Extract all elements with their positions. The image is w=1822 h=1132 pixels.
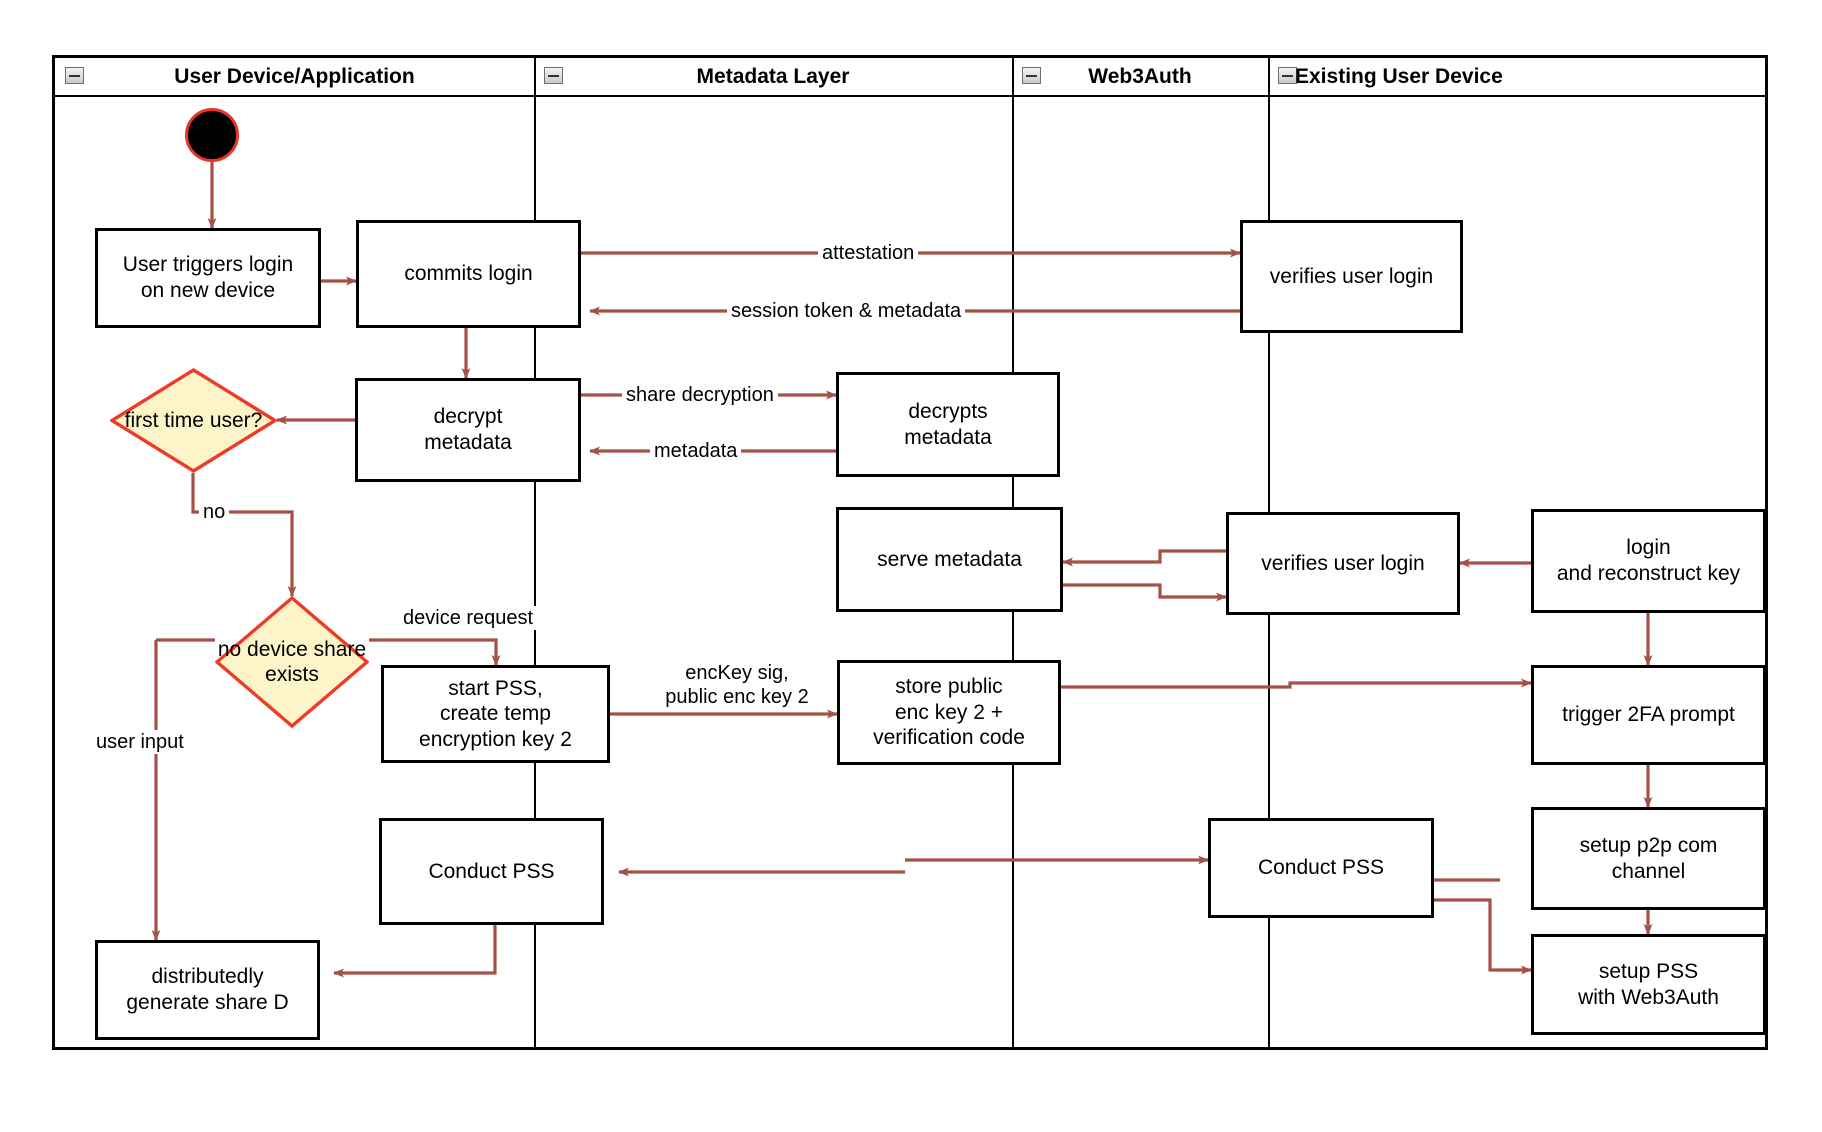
edge-label-metadata: metadata <box>650 439 742 463</box>
node-store-public-enc-key[interactable]: store public enc key 2 + verification co… <box>837 660 1061 765</box>
edge-label-user-input: user input <box>92 730 188 754</box>
node-line: trigger 2FA prompt <box>1562 703 1735 727</box>
node-line: no device <box>217 637 308 661</box>
node-commits-login[interactable]: commits login <box>356 220 581 328</box>
node-start-pss-create-temp-key[interactable]: start PSS, create temp encryption key 2 <box>381 665 610 763</box>
node-verifies-user-login-1[interactable]: verifies user login <box>1240 220 1463 333</box>
node-line: decrypts <box>908 399 988 423</box>
edge-label-no: no <box>199 500 230 524</box>
edge-label-device-request: device request <box>399 606 538 630</box>
decision-label: no device share exists <box>215 596 369 728</box>
node-line: enc key 2 + <box>895 700 1003 724</box>
node-line: setup p2p com <box>1579 833 1718 857</box>
collapse-minus-icon[interactable] <box>1278 67 1297 84</box>
node-line: create temp <box>440 702 551 726</box>
node-line: decrypt <box>433 405 503 429</box>
edge-label-session-token: session token & metadata <box>727 299 966 323</box>
node-line: login <box>1626 536 1671 560</box>
node-line: channel <box>1611 859 1686 883</box>
node-line: store public <box>895 675 1003 699</box>
node-line: distributedly <box>151 965 264 989</box>
collapse-minus-icon[interactable] <box>1022 67 1041 84</box>
node-distributedly-generate-share-d[interactable]: distributedly generate share D <box>95 940 320 1040</box>
node-line: metadata <box>424 431 512 454</box>
node-verifies-user-login-2[interactable]: verifies user login <box>1226 512 1460 615</box>
edge-label-attestation: attestation <box>818 241 919 265</box>
node-line: Conduct PSS <box>428 859 555 883</box>
node-conduct-pss-web3auth[interactable]: Conduct PSS <box>1208 818 1434 918</box>
node-line: generate share D <box>126 991 289 1014</box>
node-line: user? <box>209 408 263 432</box>
collapse-minus-icon[interactable] <box>544 67 563 84</box>
edge-label-line: encKey sig, <box>685 662 789 684</box>
node-setup-p2p-com-channel[interactable]: setup p2p com channel <box>1531 807 1766 910</box>
edge-label-enckey-sig: encKey sig, public enc key 2 <box>653 661 821 709</box>
node-line: verifies user login <box>1261 551 1425 575</box>
edge-label-share-decryption: share decryption <box>622 383 778 407</box>
edge-label-line: public enc key 2 <box>665 686 809 708</box>
diamond-shape <box>110 368 277 473</box>
collapse-minus-icon[interactable] <box>65 67 84 84</box>
node-line: first time <box>124 408 204 432</box>
node-line: and reconstruct key <box>1556 562 1741 585</box>
decision-no-device-share-exists[interactable]: no device share exists <box>215 596 369 728</box>
node-decrypts-metadata[interactable]: decrypts metadata <box>836 372 1060 477</box>
node-line: User triggers login <box>122 253 294 277</box>
node-line: encryption key 2 <box>419 727 572 751</box>
node-line: metadata <box>904 425 992 449</box>
node-trigger-2fa-prompt[interactable]: trigger 2FA prompt <box>1531 665 1766 765</box>
node-line: setup PSS <box>1598 959 1699 983</box>
lane-title-user-device: User Device/Application <box>174 65 415 88</box>
header-rule <box>55 95 1765 97</box>
node-user-triggers-login[interactable]: User triggers login on new device <box>95 228 321 328</box>
start-node <box>185 108 239 162</box>
lane-divider-1 <box>534 58 536 1047</box>
decision-first-time-user[interactable]: first time user? <box>110 368 277 473</box>
node-line: with Web3Auth <box>1578 985 1719 1009</box>
node-line: verification code <box>873 726 1025 750</box>
diamond-shape <box>215 596 369 728</box>
node-conduct-pss-user-device[interactable]: Conduct PSS <box>379 818 604 925</box>
node-line: serve metadata <box>877 547 1022 571</box>
decision-label: first time user? <box>110 368 277 473</box>
lane-title-web3auth: Web3Auth <box>1088 65 1192 88</box>
node-line: share exists <box>265 637 367 686</box>
lane-title-existing-user-device: Existing User Device <box>1295 65 1503 88</box>
node-line: verifies user login <box>1269 264 1434 288</box>
node-line: commits login <box>404 262 533 286</box>
lane-title-metadata-layer: Metadata Layer <box>696 65 850 88</box>
node-line: start PSS, <box>448 676 543 700</box>
node-serve-metadata[interactable]: serve metadata <box>836 507 1063 612</box>
node-line: Conduct PSS <box>1257 856 1385 880</box>
node-setup-pss-with-web3auth[interactable]: setup PSS with Web3Auth <box>1531 934 1766 1035</box>
node-decrypt-metadata[interactable]: decrypt metadata <box>355 378 581 482</box>
node-line: on new device <box>140 279 276 302</box>
node-login-and-reconstruct-key[interactable]: login and reconstruct key <box>1531 509 1766 613</box>
